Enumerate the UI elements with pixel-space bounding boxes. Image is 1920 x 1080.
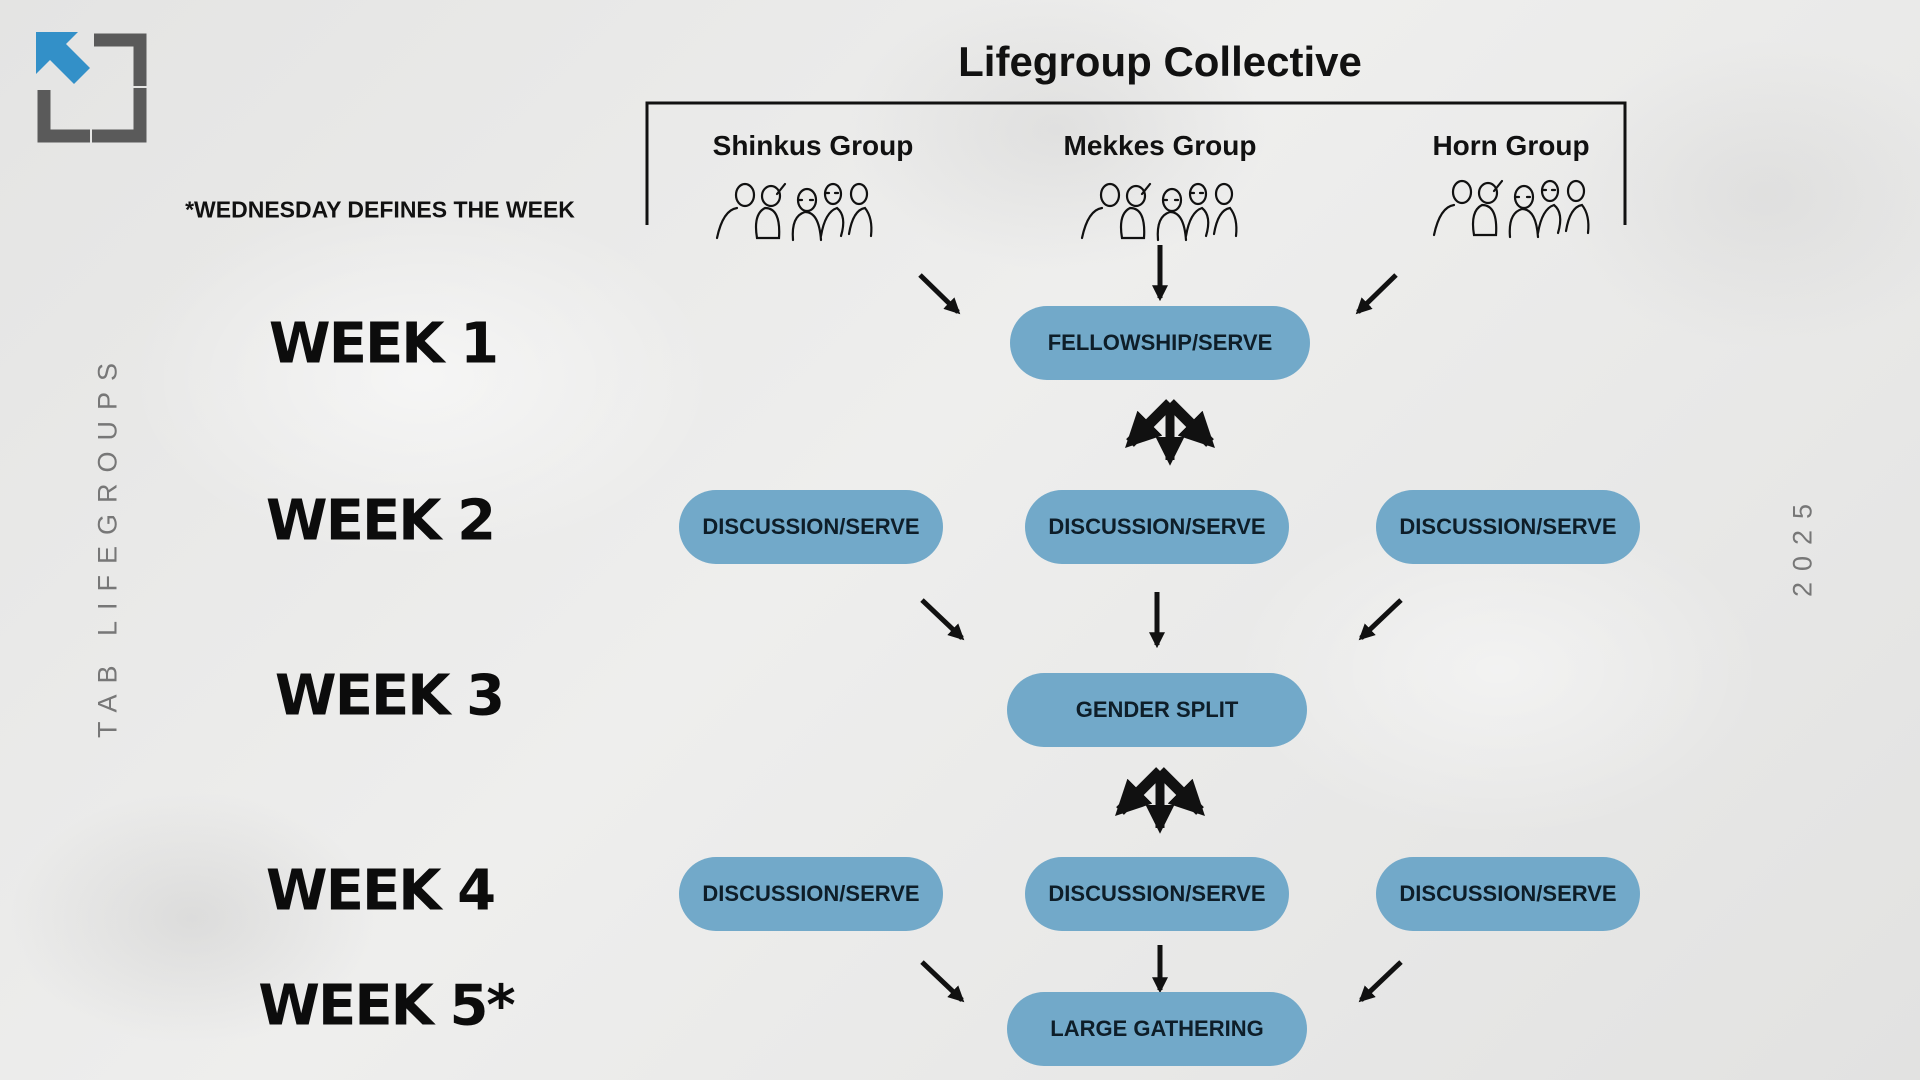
activity-pill-week3: GENDER SPLIT bbox=[1007, 673, 1307, 747]
people-group-sketch-icon bbox=[715, 182, 873, 242]
page-title: Lifegroup Collective bbox=[958, 38, 1362, 85]
group-bracket bbox=[645, 101, 1627, 225]
split-arrow-week1-to-week2 bbox=[1125, 399, 1215, 466]
activity-pill-week4-mekkes: DISCUSSION/SERVE bbox=[1025, 857, 1289, 931]
week-label-2: WEEK 2 bbox=[265, 488, 496, 554]
week-label-4: WEEK 4 bbox=[265, 858, 496, 924]
group-name-horn: Horn Group bbox=[1432, 130, 1590, 161]
arrow-week2-left-to-week3 bbox=[920, 598, 965, 641]
group-name-shinkus: Shinkus Group bbox=[712, 130, 914, 161]
week-label-3: WEEK 3 bbox=[274, 663, 505, 729]
group-name-mekkes: Mekkes Group bbox=[1063, 130, 1257, 161]
split-arrow-week3-to-week4 bbox=[1115, 767, 1205, 834]
arrow-week2-right-to-week3 bbox=[1358, 598, 1403, 641]
week-label-5: WEEK 5* bbox=[258, 973, 515, 1039]
activity-pill-week2-shinkus: DISCUSSION/SERVE bbox=[679, 490, 943, 564]
expand-corner-logo-icon bbox=[36, 32, 147, 143]
arrow-week4-right-to-week5 bbox=[1358, 960, 1403, 1003]
week-label-1: WEEK 1 bbox=[268, 311, 499, 377]
activity-pill-week1: FELLOWSHIP/SERVE bbox=[1010, 306, 1310, 380]
activity-pill-week4-horn: DISCUSSION/SERVE bbox=[1376, 857, 1640, 931]
arrow-shinkus-to-week1 bbox=[918, 273, 961, 315]
people-group-sketch-icon bbox=[1080, 182, 1238, 242]
activity-pill-week4-shinkus: DISCUSSION/SERVE bbox=[679, 857, 943, 931]
week-definition-note: *WEDNESDAY DEFINES THE WEEK bbox=[185, 196, 575, 223]
activity-pill-week5: LARGE GATHERING bbox=[1007, 992, 1307, 1066]
people-group-sketch-icon bbox=[1432, 179, 1590, 239]
activity-pill-week2-mekkes: DISCUSSION/SERVE bbox=[1025, 490, 1289, 564]
arrow-week4-left-to-week5 bbox=[920, 960, 965, 1003]
arrow-horn-to-week1 bbox=[1355, 273, 1398, 315]
activity-pill-week2-horn: DISCUSSION/SERVE bbox=[1376, 490, 1640, 564]
